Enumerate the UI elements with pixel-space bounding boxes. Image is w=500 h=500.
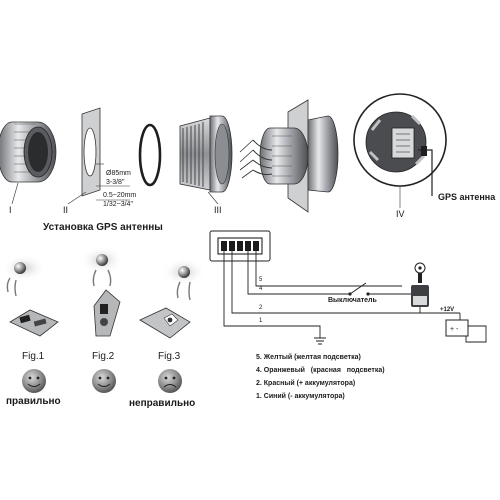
part-label-ii: II bbox=[63, 205, 69, 215]
wire-legend-4: 4. Оранжевый (красная подсветка) bbox=[256, 367, 385, 374]
wiring-diagram: + - bbox=[209, 230, 487, 345]
svg-text:+ -: + - bbox=[450, 326, 459, 333]
incorrect-label: неправильно bbox=[129, 398, 196, 409]
pin-4-label: 4 bbox=[259, 286, 263, 292]
pin-5-label: 5 bbox=[259, 277, 263, 283]
assembled-gauge bbox=[239, 99, 339, 213]
dim-diameter-inch: 3-3/8" bbox=[106, 179, 125, 186]
part-label-i: I bbox=[9, 205, 12, 215]
dim-thickness-inch: 1/32~3/4" bbox=[103, 201, 133, 208]
switch-label: Выключатель bbox=[328, 297, 377, 304]
o-ring bbox=[138, 123, 162, 187]
install-caption: Установка GPS антенны bbox=[43, 222, 163, 233]
threaded-nut-part-iii bbox=[179, 115, 233, 205]
part-label-iv: IV bbox=[396, 209, 405, 219]
washer-part-ii bbox=[67, 107, 130, 205]
back-view-part-iv bbox=[353, 93, 447, 208]
wire-legend-1: 1. Синий (- аккумулятора) bbox=[256, 393, 345, 400]
pin-2-label: 2 bbox=[259, 305, 263, 311]
correct-label: правильно bbox=[6, 396, 61, 407]
part-label-iii: III bbox=[214, 205, 222, 215]
placement-diagrams bbox=[2, 246, 206, 393]
fig1-label: Fig.1 bbox=[22, 351, 45, 362]
voltage-label: +12V bbox=[440, 307, 455, 313]
fig3-label: Fig.3 bbox=[158, 351, 181, 362]
wire-legend-5: 5. Желтый (желтая подсветка) bbox=[256, 354, 361, 361]
bezel-ring-part-i bbox=[0, 121, 57, 205]
pin-1-label: 1 bbox=[259, 318, 263, 324]
dim-thickness: 0.5~20mm bbox=[103, 192, 137, 199]
fig2-label: Fig.2 bbox=[92, 351, 115, 362]
wire-legend-2: 2. Красный (+ аккумулятора) bbox=[256, 380, 356, 387]
gps-antenna-label: GPS антенна bbox=[438, 192, 496, 202]
dim-diameter: Ø85mm bbox=[106, 170, 131, 177]
